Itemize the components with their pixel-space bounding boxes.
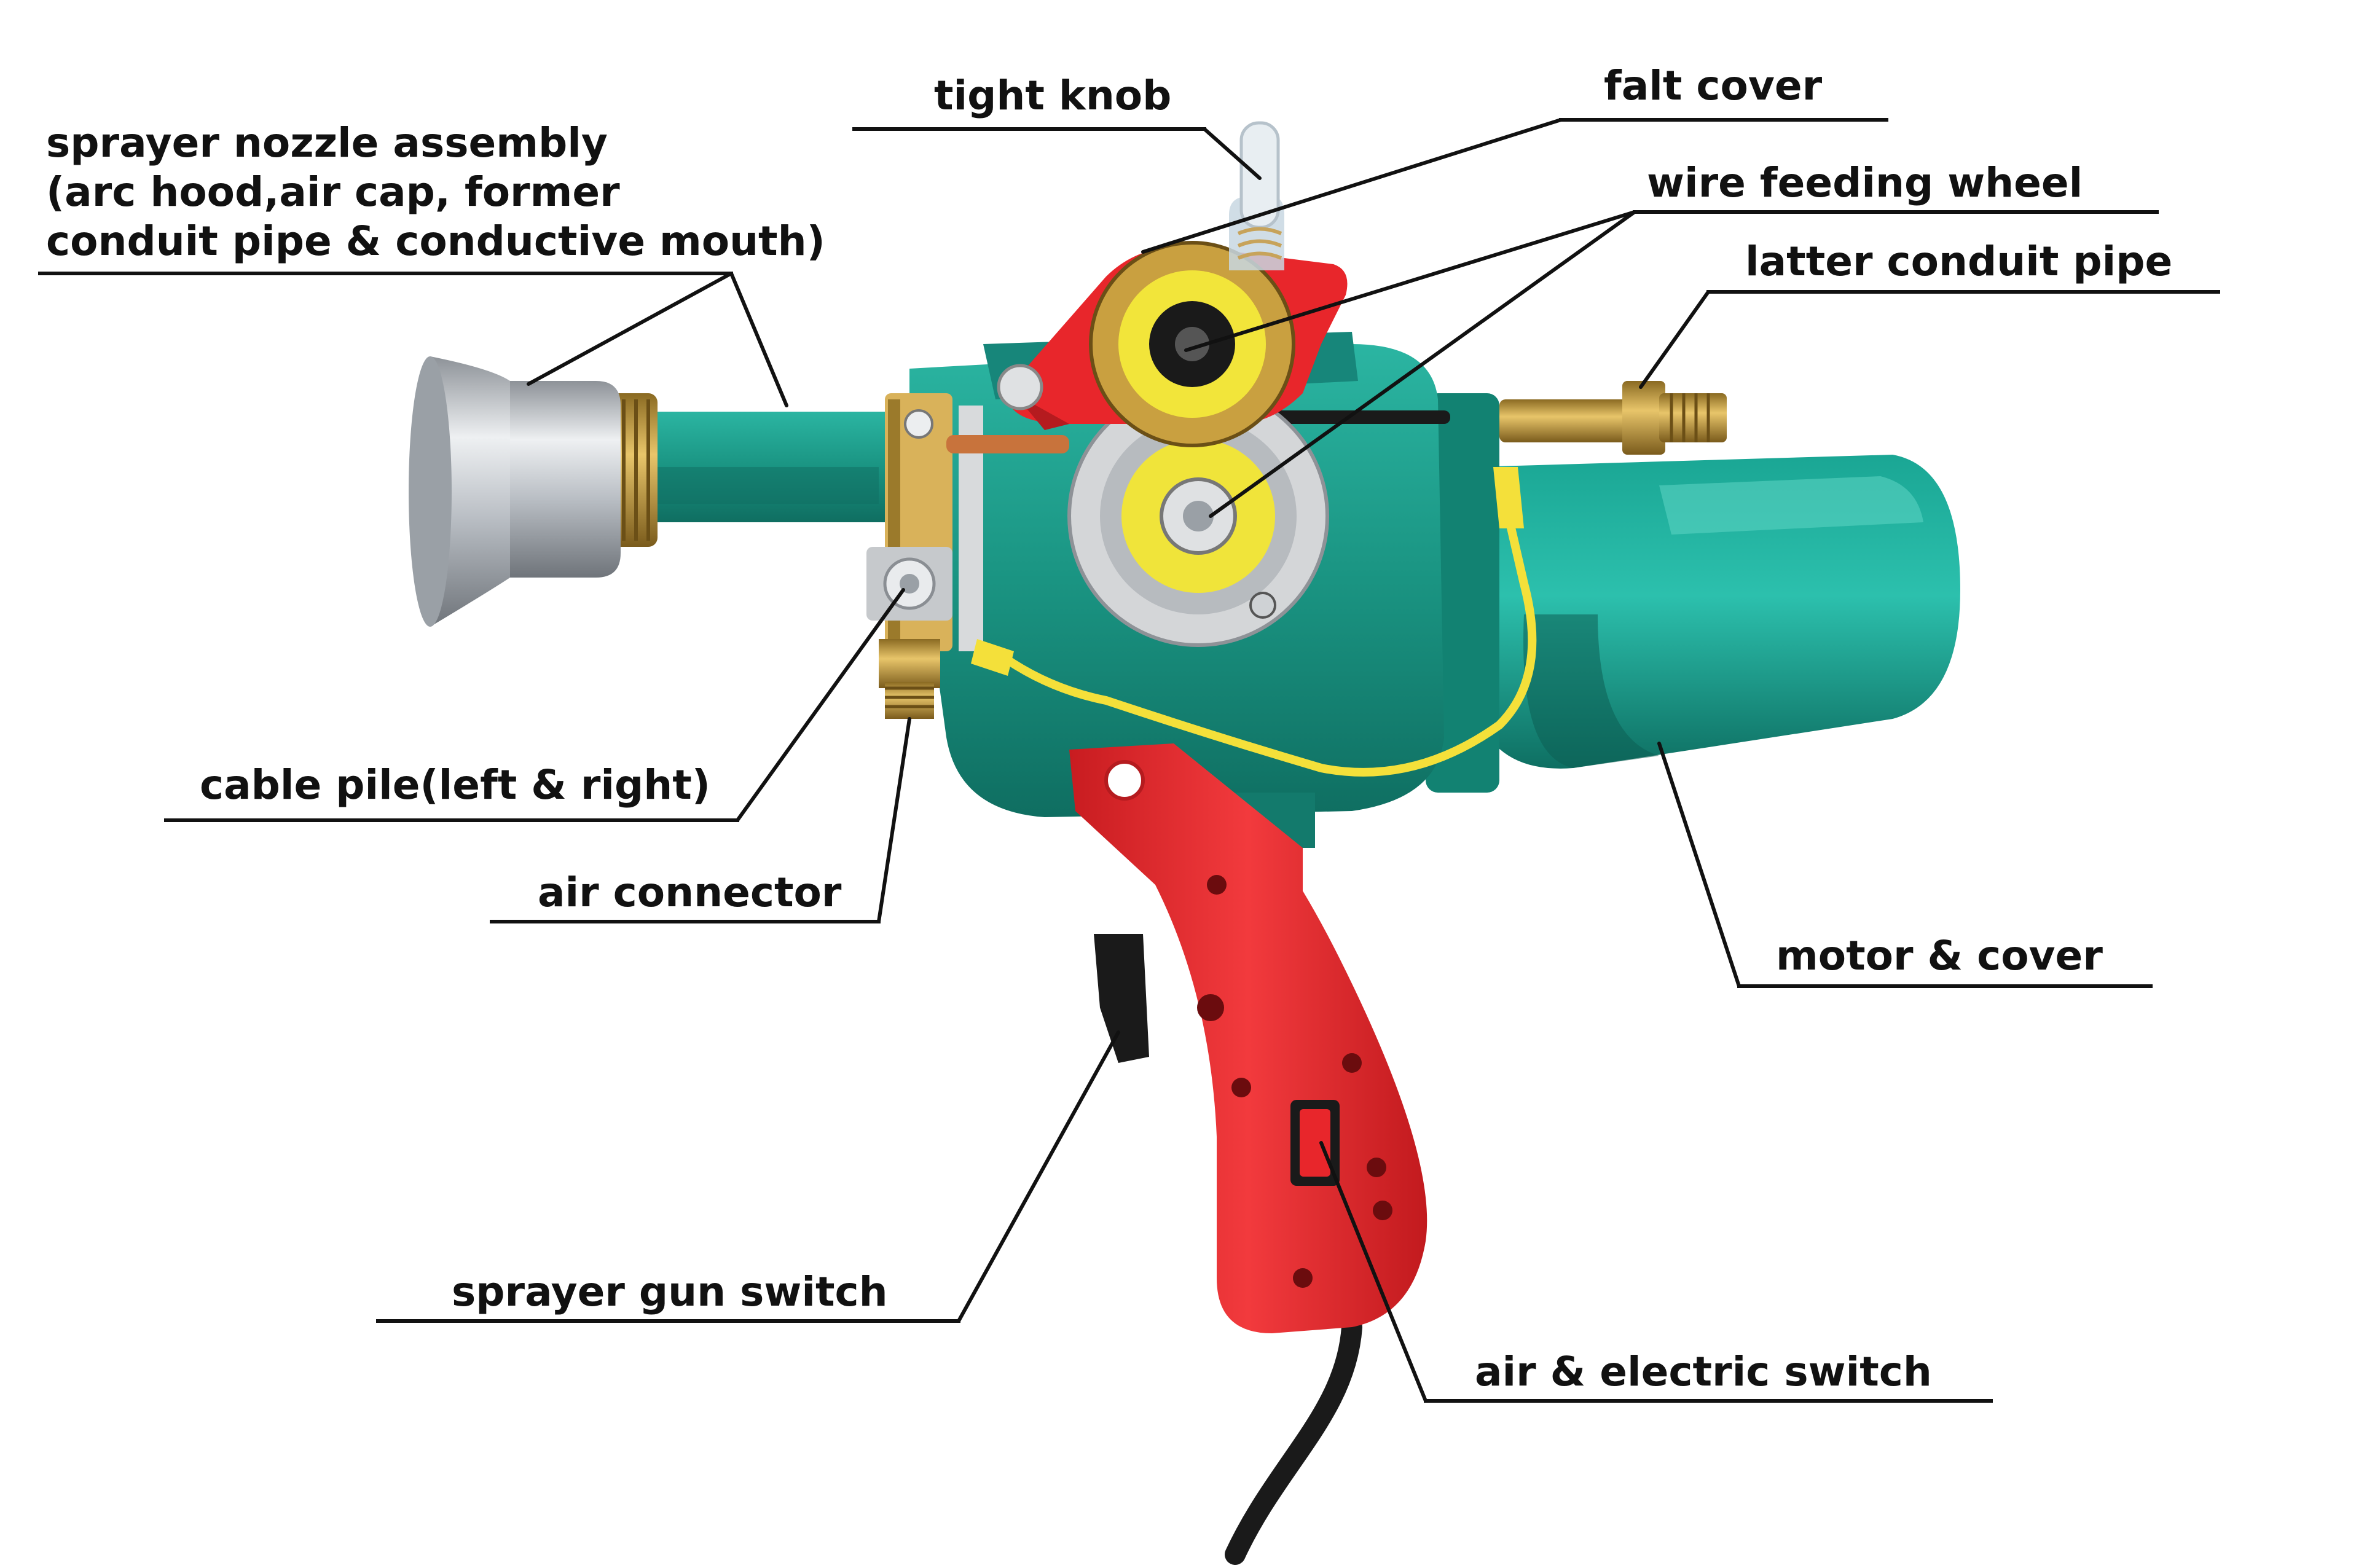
label-cable-pile: cable pile(left & right) (200, 761, 710, 809)
tight-knob (1229, 121, 1284, 270)
cable-pile (866, 393, 983, 651)
gun-illustration (409, 121, 1960, 1565)
sprayer-gun-switch (1094, 934, 1149, 1063)
wire-feeding-wheel-lower (1067, 385, 1329, 647)
label-latter-conduit-pipe: latter conduit pipe (1745, 238, 2172, 285)
nozzle-assembly (409, 356, 891, 627)
label-wire-feeding-wheel: wire feeding wheel (1647, 159, 2083, 206)
latter-conduit-pipe (1499, 381, 1727, 455)
label-falt-cover: falt cover (1604, 62, 1823, 109)
air-electric-switch (1290, 1100, 1340, 1186)
leader-lines (38, 118, 2220, 1403)
air-connector (879, 639, 940, 719)
wire-feeding-wheel-upper (1089, 241, 1295, 447)
label-nozzle-line1: sprayer nozzle assembly (46, 119, 608, 167)
label-air-connector: air connector (538, 869, 842, 916)
label-nozzle-line2: (arc hood,air cap, former (46, 168, 620, 216)
label-air-electric-switch: air & electric switch (1475, 1348, 1932, 1395)
label-sprayer-gun-switch: sprayer gun switch (452, 1268, 888, 1315)
motor-cover (1426, 393, 1960, 793)
wire-rod (1266, 410, 1450, 424)
callout-labels: tight knob falt cover sprayer nozzle ass… (46, 62, 2172, 1395)
label-motor-cover: motor & cover (1776, 932, 2103, 979)
label-nozzle-line3: conduit pipe & conductive mouth) (46, 218, 825, 265)
copper-conduit (946, 435, 1069, 453)
yellow-wire (991, 500, 1537, 777)
label-tight-knob: tight knob (934, 72, 1171, 119)
power-cable (1225, 1317, 1362, 1565)
